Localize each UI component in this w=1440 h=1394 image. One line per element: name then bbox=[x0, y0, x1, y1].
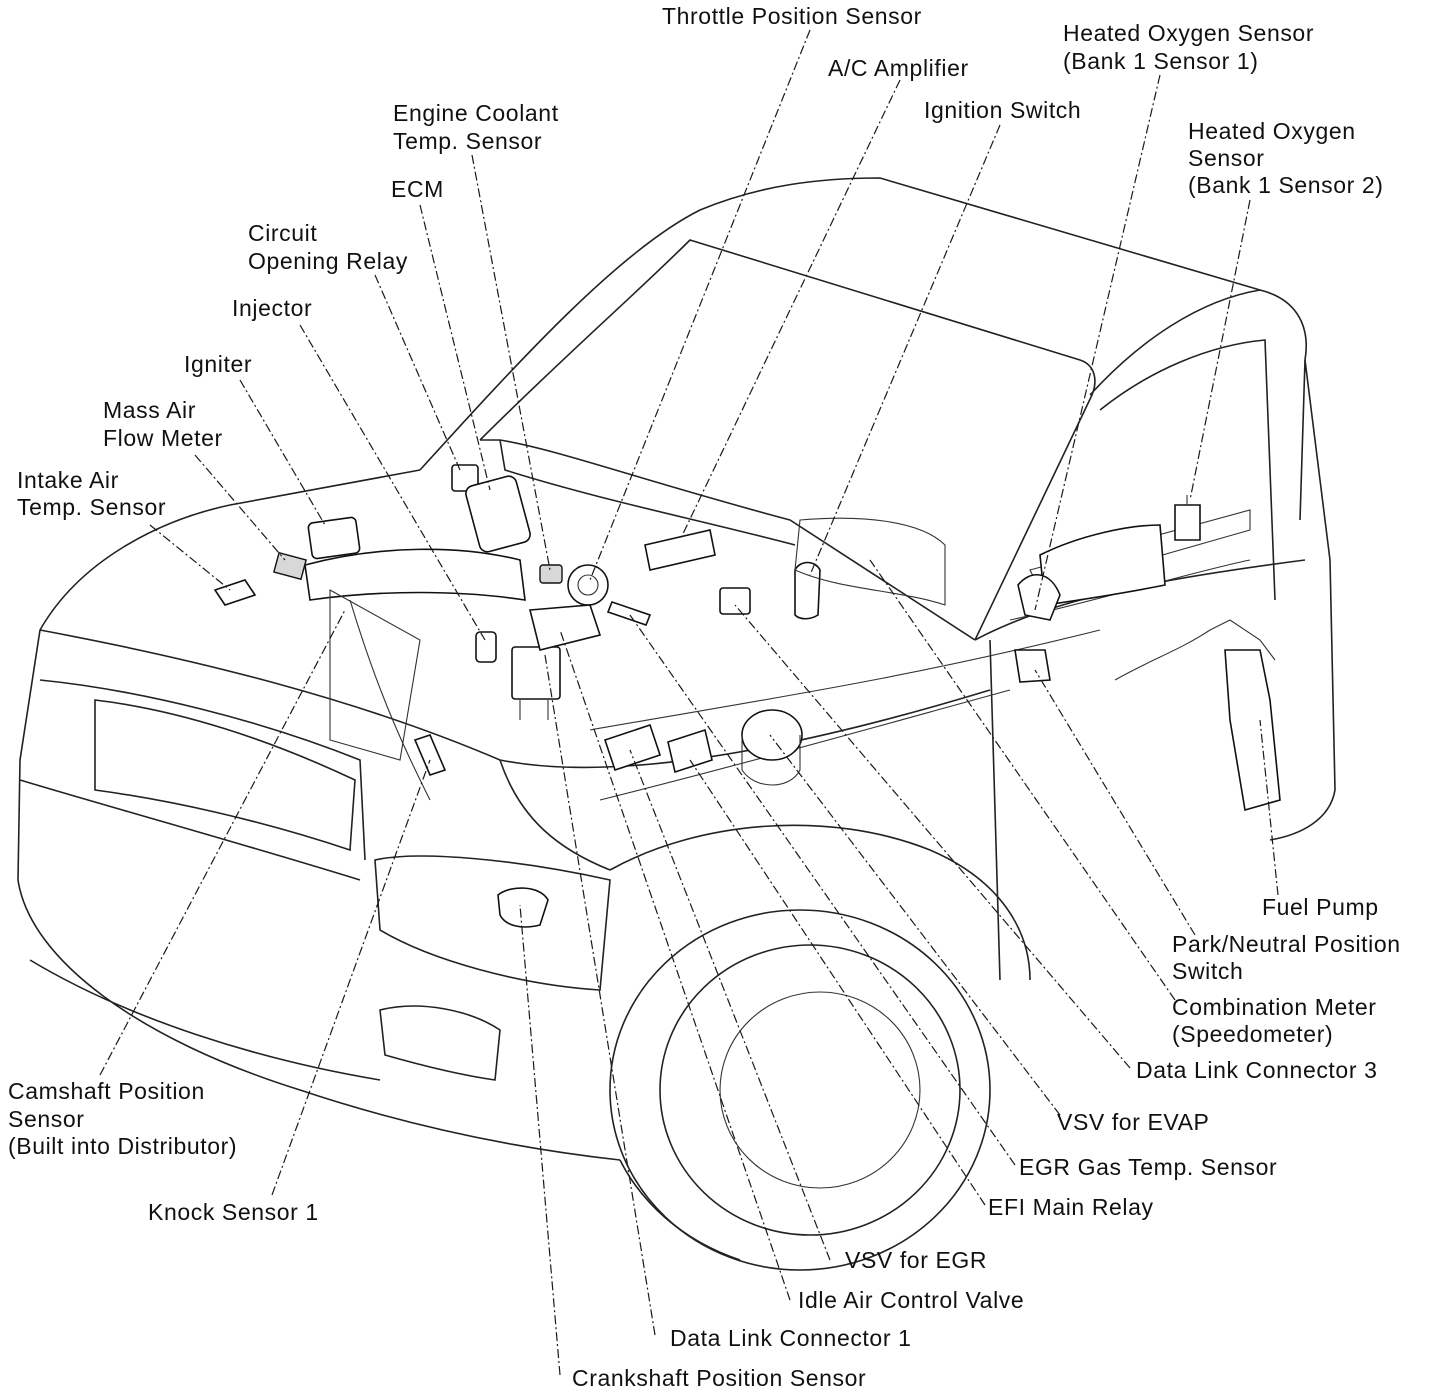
leader-vsv-evap bbox=[769, 734, 1061, 1116]
label-crankshaft-position-sensor: Crankshaft Position Sensor bbox=[572, 1365, 866, 1391]
leader-data-link-connector-1 bbox=[544, 654, 656, 1336]
label-egr-gas-temp-sensor: EGR Gas Temp. Sensor bbox=[1019, 1154, 1277, 1180]
leader-fuel-pump bbox=[1259, 719, 1279, 896]
leader-heated-oxygen-sensor-2 bbox=[1189, 199, 1251, 501]
label-vsv-egr: VSV for EGR bbox=[845, 1247, 987, 1273]
leader-efi-main-relay bbox=[689, 759, 986, 1206]
label-camshaft-position-line1: Camshaft Position bbox=[8, 1078, 205, 1104]
leader-lines bbox=[99, 29, 1279, 1376]
leader-intake-air-temp-sensor bbox=[149, 524, 231, 591]
label-vsv-evap: VSV for EVAP bbox=[1057, 1109, 1210, 1135]
label-fuel-pump: Fuel Pump bbox=[1262, 894, 1379, 920]
leader-engine-coolant-temp-sensor bbox=[471, 154, 551, 571]
engine-components bbox=[213, 464, 1281, 928]
label-intake-air-line2: Temp. Sensor bbox=[17, 494, 166, 520]
label-ignition-switch: Ignition Switch bbox=[924, 97, 1081, 123]
leader-camshaft-position-sensor bbox=[99, 609, 346, 1076]
vehicle-outline bbox=[17, 177, 1336, 1271]
leader-mass-air-flow-meter bbox=[194, 454, 286, 561]
component-labels: Throttle Position Sensor A/C Amplifier I… bbox=[8, 3, 1401, 1391]
label-circuit-opening-relay-line1: Circuit bbox=[248, 220, 317, 246]
label-engine-coolant-line1: Engine Coolant bbox=[393, 100, 559, 126]
leader-data-link-connector-3 bbox=[734, 604, 1131, 1069]
label-efi-main-relay: EFI Main Relay bbox=[988, 1194, 1154, 1220]
label-injector: Injector bbox=[232, 295, 312, 321]
leader-igniter bbox=[239, 379, 326, 526]
label-camshaft-position-line3: (Built into Distributor) bbox=[8, 1133, 237, 1159]
leader-vsv-egr bbox=[629, 749, 831, 1261]
leader-egr-gas-temp-sensor bbox=[629, 614, 1016, 1166]
leader-circuit-opening-relay bbox=[374, 274, 461, 471]
label-mass-air-flow-line2: Flow Meter bbox=[103, 425, 223, 451]
label-data-link-connector-3: Data Link Connector 3 bbox=[1136, 1057, 1377, 1083]
label-circuit-opening-relay-line2: Opening Relay bbox=[248, 248, 408, 274]
label-park-neutral-line1: Park/Neutral Position bbox=[1172, 931, 1401, 957]
label-ecm: ECM bbox=[391, 176, 444, 202]
leader-park-neutral-position-switch bbox=[1034, 669, 1196, 936]
leader-injector bbox=[299, 324, 486, 641]
label-ac-amplifier: A/C Amplifier bbox=[828, 55, 969, 81]
label-heated-oxygen-sensor-2-line1: Heated Oxygen bbox=[1188, 118, 1356, 144]
label-knock-sensor-1: Knock Sensor 1 bbox=[148, 1199, 319, 1225]
label-heated-oxygen-sensor-1-line1: Heated Oxygen Sensor bbox=[1063, 20, 1314, 46]
label-camshaft-position-line2: Sensor bbox=[8, 1106, 84, 1132]
label-engine-coolant-line2: Temp. Sensor bbox=[393, 128, 542, 154]
label-idle-air-control-valve: Idle Air Control Valve bbox=[798, 1287, 1024, 1313]
label-park-neutral-line2: Switch bbox=[1172, 958, 1243, 984]
leader-ecm bbox=[419, 204, 491, 491]
leader-crankshaft-position-sensor bbox=[519, 904, 561, 1376]
leader-ac-amplifier bbox=[679, 79, 901, 541]
label-heated-oxygen-sensor-2-line3: (Bank 1 Sensor 2) bbox=[1188, 172, 1384, 198]
label-heated-oxygen-sensor-2-line2: Sensor bbox=[1188, 145, 1264, 171]
label-mass-air-flow-line1: Mass Air bbox=[103, 397, 196, 423]
leader-heated-oxygen-sensor-1 bbox=[1034, 74, 1161, 611]
label-igniter: Igniter bbox=[184, 351, 252, 377]
label-data-link-connector-1: Data Link Connector 1 bbox=[670, 1325, 911, 1351]
label-throttle-position-sensor: Throttle Position Sensor bbox=[662, 3, 922, 29]
leader-idle-air-control-valve bbox=[559, 629, 791, 1301]
label-intake-air-line1: Intake Air bbox=[17, 467, 119, 493]
label-combination-meter-line2: (Speedometer) bbox=[1172, 1021, 1333, 1047]
leader-throttle-position-sensor bbox=[589, 29, 811, 581]
label-combination-meter-line1: Combination Meter bbox=[1172, 994, 1377, 1020]
label-heated-oxygen-sensor-1-line2: (Bank 1 Sensor 1) bbox=[1063, 48, 1259, 74]
leader-ignition-switch bbox=[809, 124, 1001, 576]
leader-combination-meter bbox=[869, 559, 1176, 1001]
